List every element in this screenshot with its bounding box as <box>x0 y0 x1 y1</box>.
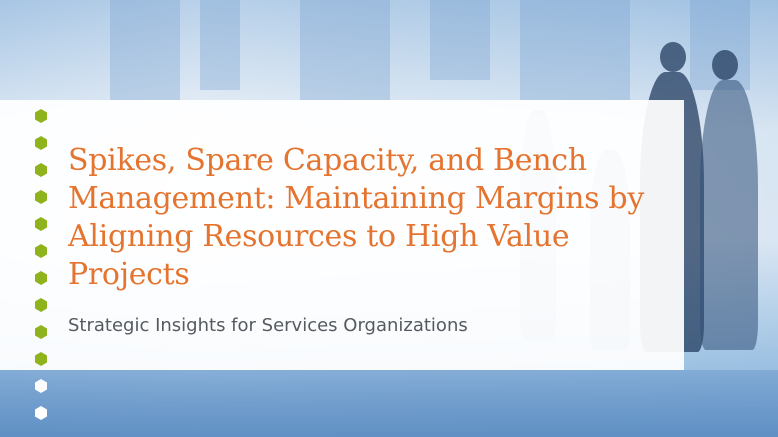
green-hexagon-icon <box>35 352 47 366</box>
green-hexagon-icon <box>35 109 47 123</box>
building-silhouette <box>200 0 240 90</box>
page-subtitle: Strategic Insights for Services Organiza… <box>68 315 468 336</box>
green-hexagon-icon <box>35 244 47 258</box>
building-silhouette <box>520 0 630 100</box>
green-hexagon-icon <box>35 190 47 204</box>
person-silhouette-head <box>712 50 738 80</box>
white-hexagon-icon <box>35 379 47 393</box>
green-hexagon-icon <box>35 136 47 150</box>
building-silhouette <box>300 0 390 100</box>
title-panel <box>0 100 684 370</box>
page-title: Spikes, Spare Capacity, and Bench Manage… <box>68 143 644 292</box>
person-silhouette-head <box>660 42 686 72</box>
person-silhouette <box>700 80 758 350</box>
building-silhouette <box>430 0 490 80</box>
building-silhouette <box>110 0 180 100</box>
white-hexagon-icon <box>35 406 47 420</box>
green-hexagon-icon <box>35 217 47 231</box>
green-hexagon-icon <box>35 271 47 285</box>
green-hexagon-icon <box>35 163 47 177</box>
green-hexagon-icon <box>35 325 47 339</box>
floor-reflection <box>0 370 778 437</box>
green-hexagon-icon <box>35 298 47 312</box>
